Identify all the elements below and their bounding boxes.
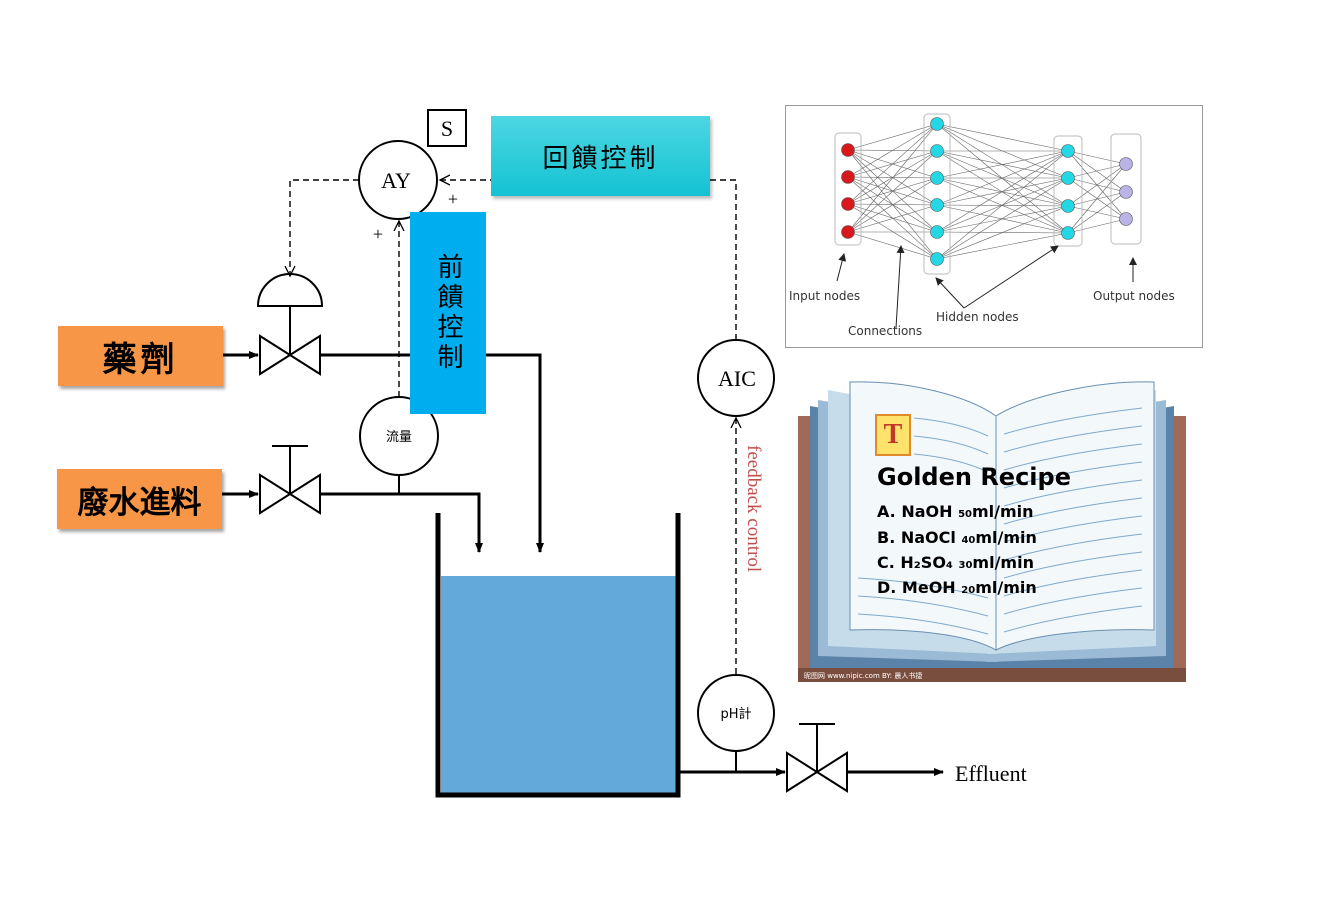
plus-left: +: [373, 224, 383, 244]
nn-connection: [1067, 163, 1127, 179]
nn-input-node: [841, 225, 855, 239]
nn-input-node: [841, 170, 855, 184]
nn-connection: [1067, 163, 1127, 207]
ph-label: pH計: [720, 706, 751, 722]
nn-input-node: [841, 143, 855, 157]
nn-connection: [847, 123, 938, 205]
recipe-badge-icon: T: [875, 414, 911, 456]
recipe-book: 昵图网 www.nipic.com BY: 晨人书捷: [798, 381, 1186, 682]
nn-connection: [1067, 150, 1127, 165]
nn-connection: [936, 177, 1069, 260]
chemical-tag: 藥劑: [58, 326, 223, 386]
nn-connection: [1067, 163, 1127, 234]
nn-connection: [936, 177, 1069, 207]
nn-hidden-node: [930, 225, 944, 239]
waste-feed-tag: 廢水進料: [57, 469, 222, 529]
effluent-label: Effluent: [955, 761, 1027, 786]
nn-connection: [847, 177, 938, 233]
book-footer: 昵图网 www.nipic.com BY: 晨人书捷: [804, 671, 922, 680]
plus-top: +: [448, 189, 458, 209]
nn-hidden-node: [930, 144, 944, 158]
nn-connection: [936, 204, 1069, 207]
nn-connection: [847, 231, 938, 260]
effluent-valve: [786, 723, 848, 793]
nn-connection: [936, 150, 1069, 260]
nn-connection: [936, 150, 1069, 206]
nn-connections-label: Connections: [848, 324, 922, 338]
nn-connection: [847, 123, 938, 151]
ay-label: AY: [381, 168, 411, 193]
feedback-control-label: feedback control: [743, 445, 764, 572]
recipe-item-a: A. NaOH 50ml/min: [877, 502, 1034, 521]
nn-connection: [936, 150, 1069, 179]
nn-hidden-label: Hidden nodes: [936, 310, 1019, 324]
nn-connection: [847, 177, 938, 205]
nn-connection: [1067, 191, 1127, 234]
nn-connection: [936, 232, 1069, 260]
nn-connection: [847, 204, 938, 233]
nn-hidden-node: [930, 198, 944, 212]
nn-output-label: Output nodes: [1093, 289, 1175, 303]
nn-hidden-node: [930, 252, 944, 266]
nn-connection: [936, 205, 1069, 260]
waste-feed-valve: [259, 445, 321, 515]
nn-hidden-node: [930, 117, 944, 131]
nn-input-node: [841, 197, 855, 211]
nn-connection: [847, 203, 938, 206]
nn-connection: [1067, 191, 1127, 207]
nn-connection: [847, 150, 938, 233]
s-box: [427, 109, 467, 147]
aic-controller: [697, 339, 775, 417]
recipe-title: Golden Recipe: [877, 463, 1071, 491]
nn-connection: [847, 123, 938, 178]
nn-input-label: Input nodes: [789, 289, 860, 303]
nn-connection: [1067, 150, 1127, 193]
nn-connection: [847, 150, 938, 205]
nn-hidden-node: [930, 171, 944, 185]
nn-hidden-node: [1061, 144, 1075, 158]
feedback-control-box: 回饋控制: [491, 116, 710, 196]
recipe-item-b: B. NaOCl 40ml/min: [877, 528, 1037, 547]
nn-hidden-node: [1061, 199, 1075, 213]
neural-network-panel: Input nodes Connections Hidden nodes Out…: [785, 105, 1203, 348]
tank-liquid: [441, 576, 676, 794]
nn-connection: [1067, 218, 1127, 234]
aic-label: AIC: [718, 366, 756, 391]
nn-connection: [847, 203, 938, 233]
neural-network-figure: Input nodes Connections Hidden nodes Out…: [789, 113, 1175, 338]
nn-connection: [847, 203, 938, 260]
nn-output-node: [1119, 212, 1133, 226]
flow-meter-label: 流量: [386, 430, 412, 445]
recipe-item-c: C. H₂SO₄ 30ml/min: [877, 553, 1034, 572]
tank-walls: [435, 513, 681, 798]
nn-connection: [936, 123, 1069, 152]
recipe-item-d: D. MeOH 20ml/min: [877, 578, 1037, 597]
s-label: S: [441, 116, 453, 141]
nn-hidden-node: [1061, 171, 1075, 185]
nn-output-node: [1119, 185, 1133, 199]
nn-connection: [936, 150, 1069, 207]
nn-output-node: [1119, 157, 1133, 171]
chemical-control-valve: [256, 273, 324, 376]
nn-connection: [936, 205, 1069, 233]
feedforward-control-box: 前饋控制: [410, 212, 486, 414]
nn-connection: [936, 150, 1069, 233]
nn-connection: [936, 123, 1069, 207]
nn-connection: [847, 123, 938, 233]
nn-hidden-node: [1061, 226, 1075, 240]
